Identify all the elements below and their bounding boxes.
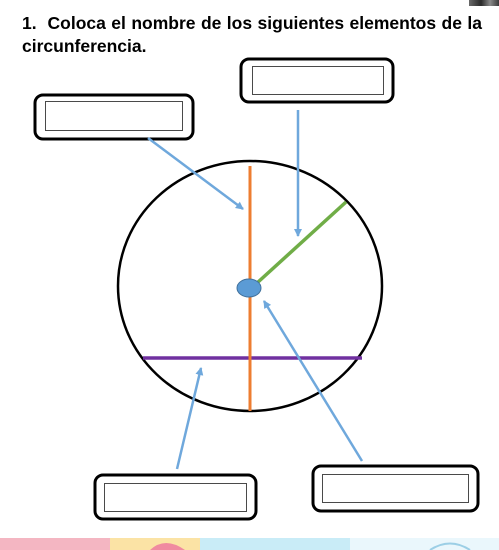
footer-decoration-curve	[429, 542, 471, 550]
instruction-text: Coloca el nombre de los siguientes eleme…	[22, 13, 482, 56]
center-point	[236, 278, 262, 298]
answer-input-top-right[interactable]	[252, 66, 384, 95]
radius-line	[255, 200, 348, 285]
answer-input-top-left[interactable]	[45, 101, 183, 131]
arrow-to-chord	[175, 367, 204, 470]
arrow-to-center	[262, 300, 364, 462]
footer-strip-blue	[200, 538, 350, 550]
answer-input-bottom-left[interactable]	[104, 483, 247, 512]
footer-strip-light-blue	[350, 538, 499, 550]
instruction-number: 1.	[22, 13, 37, 33]
corner-photo-fragment	[469, 0, 499, 6]
instruction-heading: 1. Coloca el nombre de los siguientes el…	[22, 12, 482, 58]
footer-strip-pink	[0, 538, 110, 550]
arrow-to-diameter	[147, 136, 244, 211]
answer-input-bottom-right[interactable]	[322, 474, 469, 503]
footer-decoration-shape	[150, 543, 185, 550]
